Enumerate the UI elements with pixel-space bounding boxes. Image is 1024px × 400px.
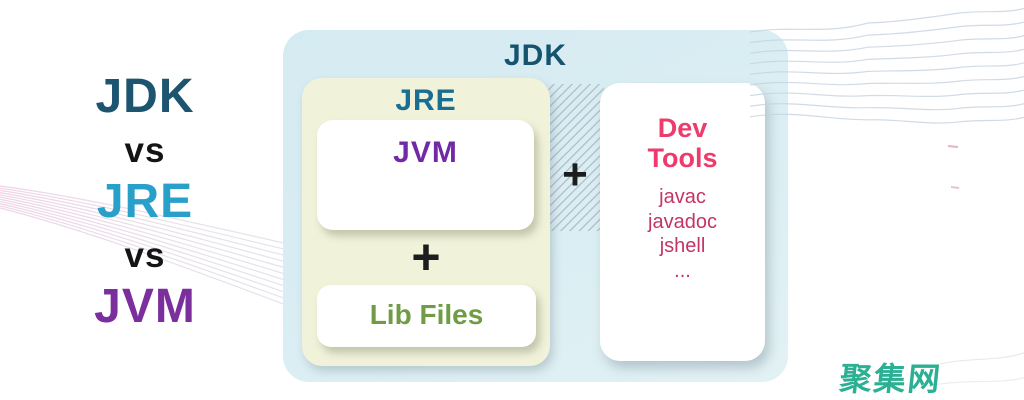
watermark: 聚集网 — [837, 360, 944, 398]
title-line-vs1: vs — [124, 130, 166, 170]
title-line-vs2: vs — [124, 235, 166, 275]
dev-tools-box: Dev Tools javac javadoc jshell ... — [600, 83, 765, 361]
title-line-jre: JRE — [96, 174, 194, 228]
dev-tool-item: ... — [674, 259, 691, 282]
title-line-jdk: JDK — [95, 70, 195, 123]
jvm-box: JVM — [317, 120, 534, 230]
jvm-label: JVM — [393, 136, 458, 169]
dev-tool-item: jshell — [659, 235, 706, 258]
jdk-container: JDK JRE JVM + Lib Files + Dev Tools java… — [283, 30, 788, 382]
dev-tools-title: Dev Tools — [600, 83, 765, 173]
plus-sign-jvm-libfiles: + — [411, 229, 441, 285]
lib-files-label: Lib Files — [369, 299, 484, 330]
hatch-texture — [546, 84, 604, 231]
dev-tool-item: javadoc — [648, 210, 717, 233]
jdk-label: JDK — [503, 39, 567, 72]
page-title: JDK vs JRE vs JVM — [52, 64, 238, 333]
plus-sign-jre-devtools: + — [562, 150, 588, 199]
title-line-jvm: JVM — [94, 279, 196, 333]
dev-tools-title-line2: Tools — [647, 143, 718, 174]
dev-tools-title-line1: Dev — [657, 113, 708, 143]
jre-container: JRE JVM + Lib Files — [302, 78, 550, 366]
lib-files-box: Lib Files — [317, 285, 536, 347]
dev-tool-item: javac — [659, 186, 706, 209]
dev-tools-items: javac javadoc jshell ... — [600, 185, 765, 283]
jre-label: JRE — [395, 84, 457, 117]
